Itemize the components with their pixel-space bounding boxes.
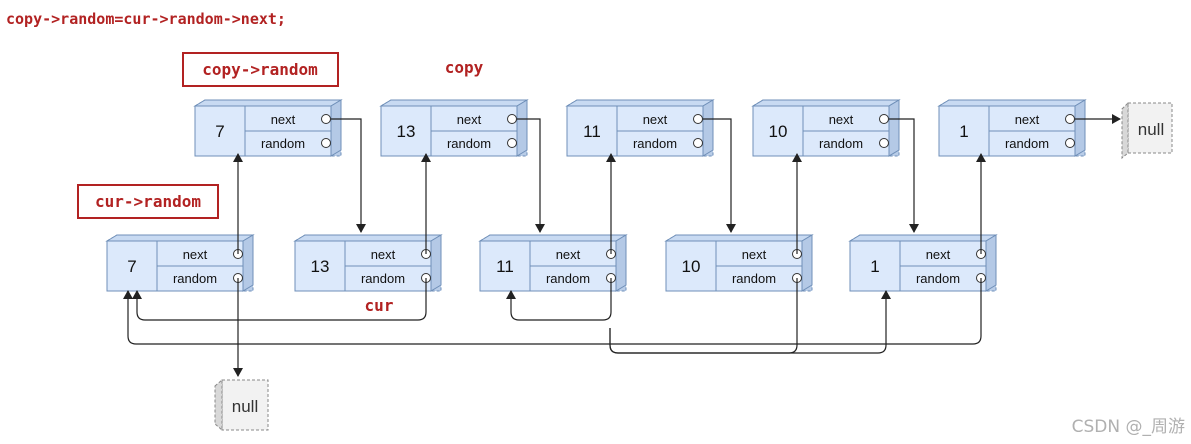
copy-node-0-random-pointer (321, 138, 331, 148)
null-label-right: null (1138, 120, 1164, 139)
copy-node-4-next-label: next (1015, 112, 1040, 127)
copy-node-3-value: 10 (769, 122, 788, 141)
copy-node-0-random-label: random (261, 136, 305, 151)
cur-random-label-box (77, 184, 219, 219)
copy-node-0-next-pointer (321, 114, 331, 124)
copy-node-4-value: 1 (959, 122, 968, 141)
copy-node-4-random-label: random (1005, 136, 1049, 151)
copy-node-3-random-pointer (879, 138, 889, 148)
copy-node-3: 10 next random (751, 99, 901, 157)
orig-node-4-random-label: random (916, 271, 960, 286)
copy-node-4-random-pointer (1065, 138, 1075, 148)
arrow-orig10-random-to-1 (609, 290, 891, 354)
copy-node-0-next-label: next (271, 112, 296, 127)
copy-node-2: 11 next random (565, 99, 715, 157)
copy-node-2-random-label: random (633, 136, 677, 151)
copy-node-2-next-label: next (643, 112, 668, 127)
copy-node-2-next-pointer (693, 114, 703, 124)
copy-node-3-random-label: random (819, 136, 863, 151)
orig-node-0-value: 7 (127, 257, 136, 276)
orig-node-0-next-label: next (183, 247, 208, 262)
null-box-right: null (1121, 101, 1173, 160)
orig-node-3-next-label: next (742, 247, 767, 262)
watermark: CSDN @_周游 (1072, 417, 1185, 437)
orig-node-4-next-label: next (926, 247, 951, 262)
arrow-orig1-random (123, 278, 982, 345)
cur-random-label: cur->random (95, 192, 201, 211)
original-list: 7 next random 13 next random 11 next random 10 nex… (105, 234, 998, 292)
copy-node-0-value: 7 (215, 122, 224, 141)
orig-node-1-next-label: next (371, 247, 396, 262)
copy-node-2-value: 11 (583, 122, 601, 141)
copy-node-0: 7 next random (193, 99, 343, 157)
copy-node-1-next-pointer (507, 114, 517, 124)
orig-node-2-value: 11 (496, 257, 514, 276)
copy-node-1-value: 13 (397, 122, 416, 141)
arrow-orig11-random (506, 278, 612, 321)
null-box-bottom: null (214, 378, 269, 432)
copy-label: copy (445, 58, 484, 77)
copy-node-3-next-label: next (829, 112, 854, 127)
cur-label: cur (365, 296, 394, 315)
copy-node-1-random-pointer (507, 138, 517, 148)
orig-node-3-random-label: random (732, 271, 776, 286)
orig-node-1-random-label: random (361, 271, 405, 286)
copy-node-4: 1 next random (937, 99, 1087, 157)
copy-node-1-random-label: random (447, 136, 491, 151)
code-line: copy->random=cur->random->next; (6, 10, 286, 28)
orig-node-3-value: 10 (682, 257, 701, 276)
copy-node-3-next-pointer (879, 114, 889, 124)
orig-node-1: 13 next random (293, 234, 443, 292)
orig-node-4: 1 next random (848, 234, 998, 292)
arrow-orig13-random (132, 278, 427, 321)
copy-list: 7 next random 13 next random 11 next random 10 nex… (193, 99, 1087, 157)
copy-node-1: 13 next random (379, 99, 529, 157)
orig-node-2: 11 next random (478, 234, 628, 292)
orig-node-3: 10 next random (664, 234, 814, 292)
arrow-copy13-next (517, 118, 545, 233)
orig-node-0-random-label: random (173, 271, 217, 286)
orig-node-2-next-label: next (556, 247, 581, 262)
arrow-copy11-next (703, 118, 736, 233)
orig-node-4-value: 1 (870, 257, 879, 276)
null-label-bottom: null (232, 397, 258, 416)
arrow-copy10-next (889, 118, 919, 233)
copy-random-label: copy->random (202, 60, 318, 79)
arrow-copy7-next (331, 118, 366, 233)
copy-node-1-next-label: next (457, 112, 482, 127)
orig-node-2-random-label: random (546, 271, 590, 286)
copy-node-2-random-pointer (693, 138, 703, 148)
orig-node-1-value: 13 (311, 257, 330, 276)
pointer-arrows (123, 114, 1121, 377)
orig-node-0: 7 next random (105, 234, 255, 292)
copy-random-label-box (182, 52, 339, 87)
copy-node-4-next-pointer (1065, 114, 1075, 124)
